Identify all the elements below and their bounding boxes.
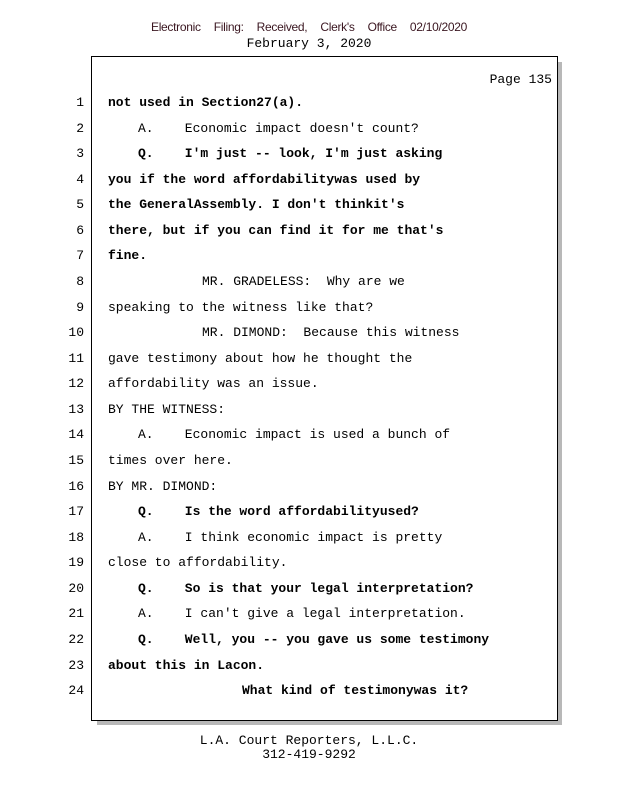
line-number: 22 [68, 631, 84, 647]
transcript-line: MR. GRADELESS: Why are we [202, 273, 405, 289]
transcript-line: about this in Lacon. [108, 657, 265, 673]
transcript-line: BY MR. DIMOND: [108, 478, 218, 494]
line-number: 13 [68, 401, 84, 417]
line-number: 12 [68, 376, 84, 392]
page-number: Page 135 [489, 72, 552, 87]
line-number: 19 [68, 555, 84, 571]
filing-stamp: Electronic Filing: Received, Clerk's Off… [150, 20, 467, 34]
line-number: 20 [68, 580, 84, 596]
transcript-line: not used in Section27(a). [108, 95, 304, 110]
line-number: 6 [76, 222, 84, 238]
line-number: 1 [76, 95, 84, 110]
footer-phone: 312-419-9292 [262, 747, 356, 762]
transcript-line: A. I can't give a legal interpretation. [138, 606, 466, 622]
transcript-line: Q. I'm just -- look, I'm just asking [138, 146, 443, 162]
line-number: 11 [68, 350, 84, 366]
transcript-line: close to affordability. [108, 555, 288, 571]
line-number: 5 [76, 197, 84, 213]
transcript-line: MR. DIMOND: Because this witness [202, 325, 460, 341]
transcript-line: Q. So is that your legal interpretation? [138, 580, 474, 596]
line-number: 16 [68, 478, 84, 494]
transcript-line: Q. Is the word affordabilityused? [138, 504, 419, 520]
transcript-line: gave testimony about how he thought the [108, 350, 413, 366]
footer-company: L.A. Court Reporters, L.L.C. [199, 733, 419, 748]
transcript-line: speaking to the witness like that? [108, 299, 374, 315]
line-number: 21 [68, 606, 84, 622]
line-number: 2 [76, 120, 84, 136]
line-number: 17 [68, 504, 84, 520]
transcript-line: you if the word affordabilitywas used by [108, 171, 421, 187]
line-number: 23 [68, 657, 84, 673]
transcript-line: fine. [108, 248, 148, 264]
transcript-line: times over here. [108, 452, 233, 468]
line-number: 15 [68, 452, 84, 468]
line-number: 7 [76, 248, 84, 264]
transcript-line: What kind of testimonywas it? [242, 683, 469, 699]
line-number: 8 [76, 273, 84, 289]
line-number: 4 [76, 171, 84, 187]
line-number: 14 [68, 427, 84, 443]
line-number: 10 [68, 325, 84, 341]
transcript-line: A. Economic impact is used a bunch of [138, 427, 451, 443]
transcript-line: A. Economic impact doesn't count? [138, 120, 419, 136]
transcript-line: there, but if you can find it for me tha… [108, 222, 444, 238]
line-number: 3 [76, 146, 84, 162]
transcript-line: affordability was an issue. [108, 376, 319, 392]
line-number: 18 [68, 529, 84, 545]
transcript-line: BY THE WITNESS: [108, 401, 226, 417]
transcript-line: Q. Well, you -- you gave us some testimo… [138, 631, 490, 647]
transcript-date: February 3, 2020 [246, 36, 372, 51]
line-number: 9 [76, 299, 84, 315]
transcript-line: A. I think economic impact is pretty [138, 529, 443, 545]
transcript-page [91, 56, 558, 721]
transcript-line: the GeneralAssembly. I don't thinkit's [108, 197, 405, 213]
line-number: 24 [68, 683, 84, 699]
